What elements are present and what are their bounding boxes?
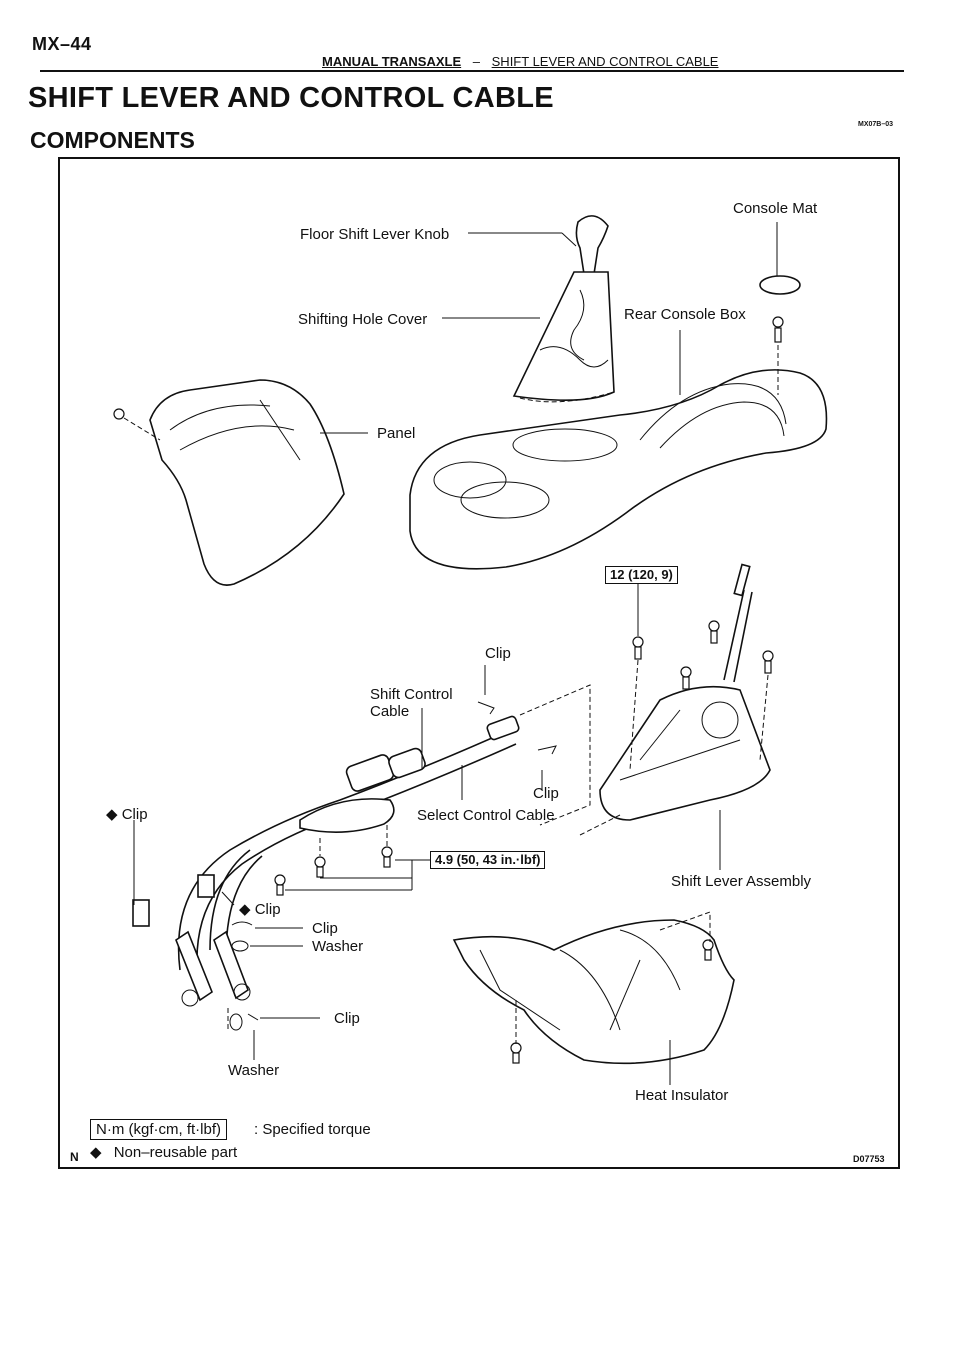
label-clip-lower-a: ◆ Clip [239, 901, 281, 918]
torque-box-shift-lever: 12 (120, 9) [605, 566, 678, 584]
clip-left-drawing [132, 899, 150, 927]
label-washer-b: Washer [228, 1062, 280, 1079]
running-header-section: MANUAL TRANSAXLE [322, 54, 462, 69]
label-clip-lower-c: Clip [334, 1010, 360, 1027]
clip-left-bracket [197, 874, 215, 898]
bolt-lever-1 [632, 636, 644, 660]
legend-unit-box: N·m (kgf·cm, ft·lbf) [90, 1119, 227, 1140]
bolt-bracket-2 [314, 856, 326, 878]
console-mat-drawing [759, 275, 801, 295]
label-floor-shift-lever-knob: Floor Shift Lever Knob [300, 226, 450, 243]
label-clip-top: Clip [485, 645, 511, 662]
label-select-control-cable: Select Control Cable [417, 807, 555, 824]
label-shift-control-cable-line2: Cable [370, 703, 410, 720]
label-shifting-hole-cover: Shifting Hole Cover [298, 311, 428, 328]
running-header: MANUAL TRANSAXLE – SHIFT LEVER AND CONTR… [322, 54, 718, 69]
torque-box-cable-bracket: 4.9 (50, 43 in.·lbf) [430, 851, 546, 869]
bolt-lever-2 [708, 620, 720, 644]
label-heat-insulator: Heat Insulator [635, 1087, 729, 1104]
bolt-bracket-1 [381, 846, 393, 868]
nonreusable-symbol-legend: ◆ [90, 1144, 102, 1161]
clip-lower-drawing [231, 921, 253, 926]
shift-knob-drawing [575, 215, 609, 276]
label-panel: Panel [377, 425, 416, 442]
page-number: MX–44 [32, 34, 92, 54]
label-shift-lever-assembly: Shift Lever Assembly [671, 873, 812, 890]
component-diagram-frame [58, 157, 900, 1169]
label-clip-left: ◆ Clip [106, 806, 148, 823]
bolt-lever-4 [762, 650, 774, 674]
running-header-separator: – [472, 54, 481, 69]
shifting-hole-cover-drawing [512, 271, 615, 403]
label-console-mat: Console Mat [733, 200, 818, 217]
running-header-subsection: SHIFT LEVER AND CONTROL CABLE [491, 54, 719, 69]
screw-panel [113, 408, 125, 420]
shift-lever-assembly-drawing [599, 563, 771, 821]
legend-nonreusable: ◆ Non–reusable part [90, 1144, 238, 1161]
doc-code: MX07B–03 [858, 121, 894, 128]
nonreusable-symbol-clip-lower-a: ◆ [239, 901, 251, 918]
heat-insulator-drawing [452, 919, 735, 1065]
panel-drawing [149, 379, 345, 586]
nonreusable-symbol-clip-left: ◆ [106, 806, 118, 823]
control-cables-drawing [175, 715, 520, 1007]
bolt-bracket-3 [274, 874, 286, 896]
washer-b-drawing [229, 1013, 243, 1031]
label-rear-console-box: Rear Console Box [624, 306, 746, 323]
page-title: SHIFT LEVER AND CONTROL CABLE [28, 82, 554, 114]
clip-mid-drawing [537, 745, 557, 755]
label-washer-a: Washer [312, 938, 364, 955]
bolt-heat-insulator-2 [510, 1042, 522, 1064]
corner-mark: N [70, 1150, 79, 1164]
figure-code: D07753 [853, 1154, 885, 1164]
label-shift-control-cable-line1: Shift Control [370, 686, 453, 703]
bolt-rear-console [772, 316, 784, 343]
clip-lower-c-drawing [247, 1013, 259, 1021]
page-subtitle: COMPONENTS [30, 127, 195, 153]
legend-unit-description: : Specified torque [254, 1121, 371, 1138]
label-clip-lower-b: Clip [312, 920, 338, 937]
bolt-lever-3 [680, 666, 692, 690]
clip-top-drawing [477, 701, 495, 715]
rear-console-box-drawing [409, 369, 828, 570]
label-clip-mid: Clip [533, 785, 559, 802]
bolt-heat-insulator-1 [702, 939, 714, 961]
header-rule [40, 70, 904, 72]
washer-drawing [231, 940, 249, 952]
